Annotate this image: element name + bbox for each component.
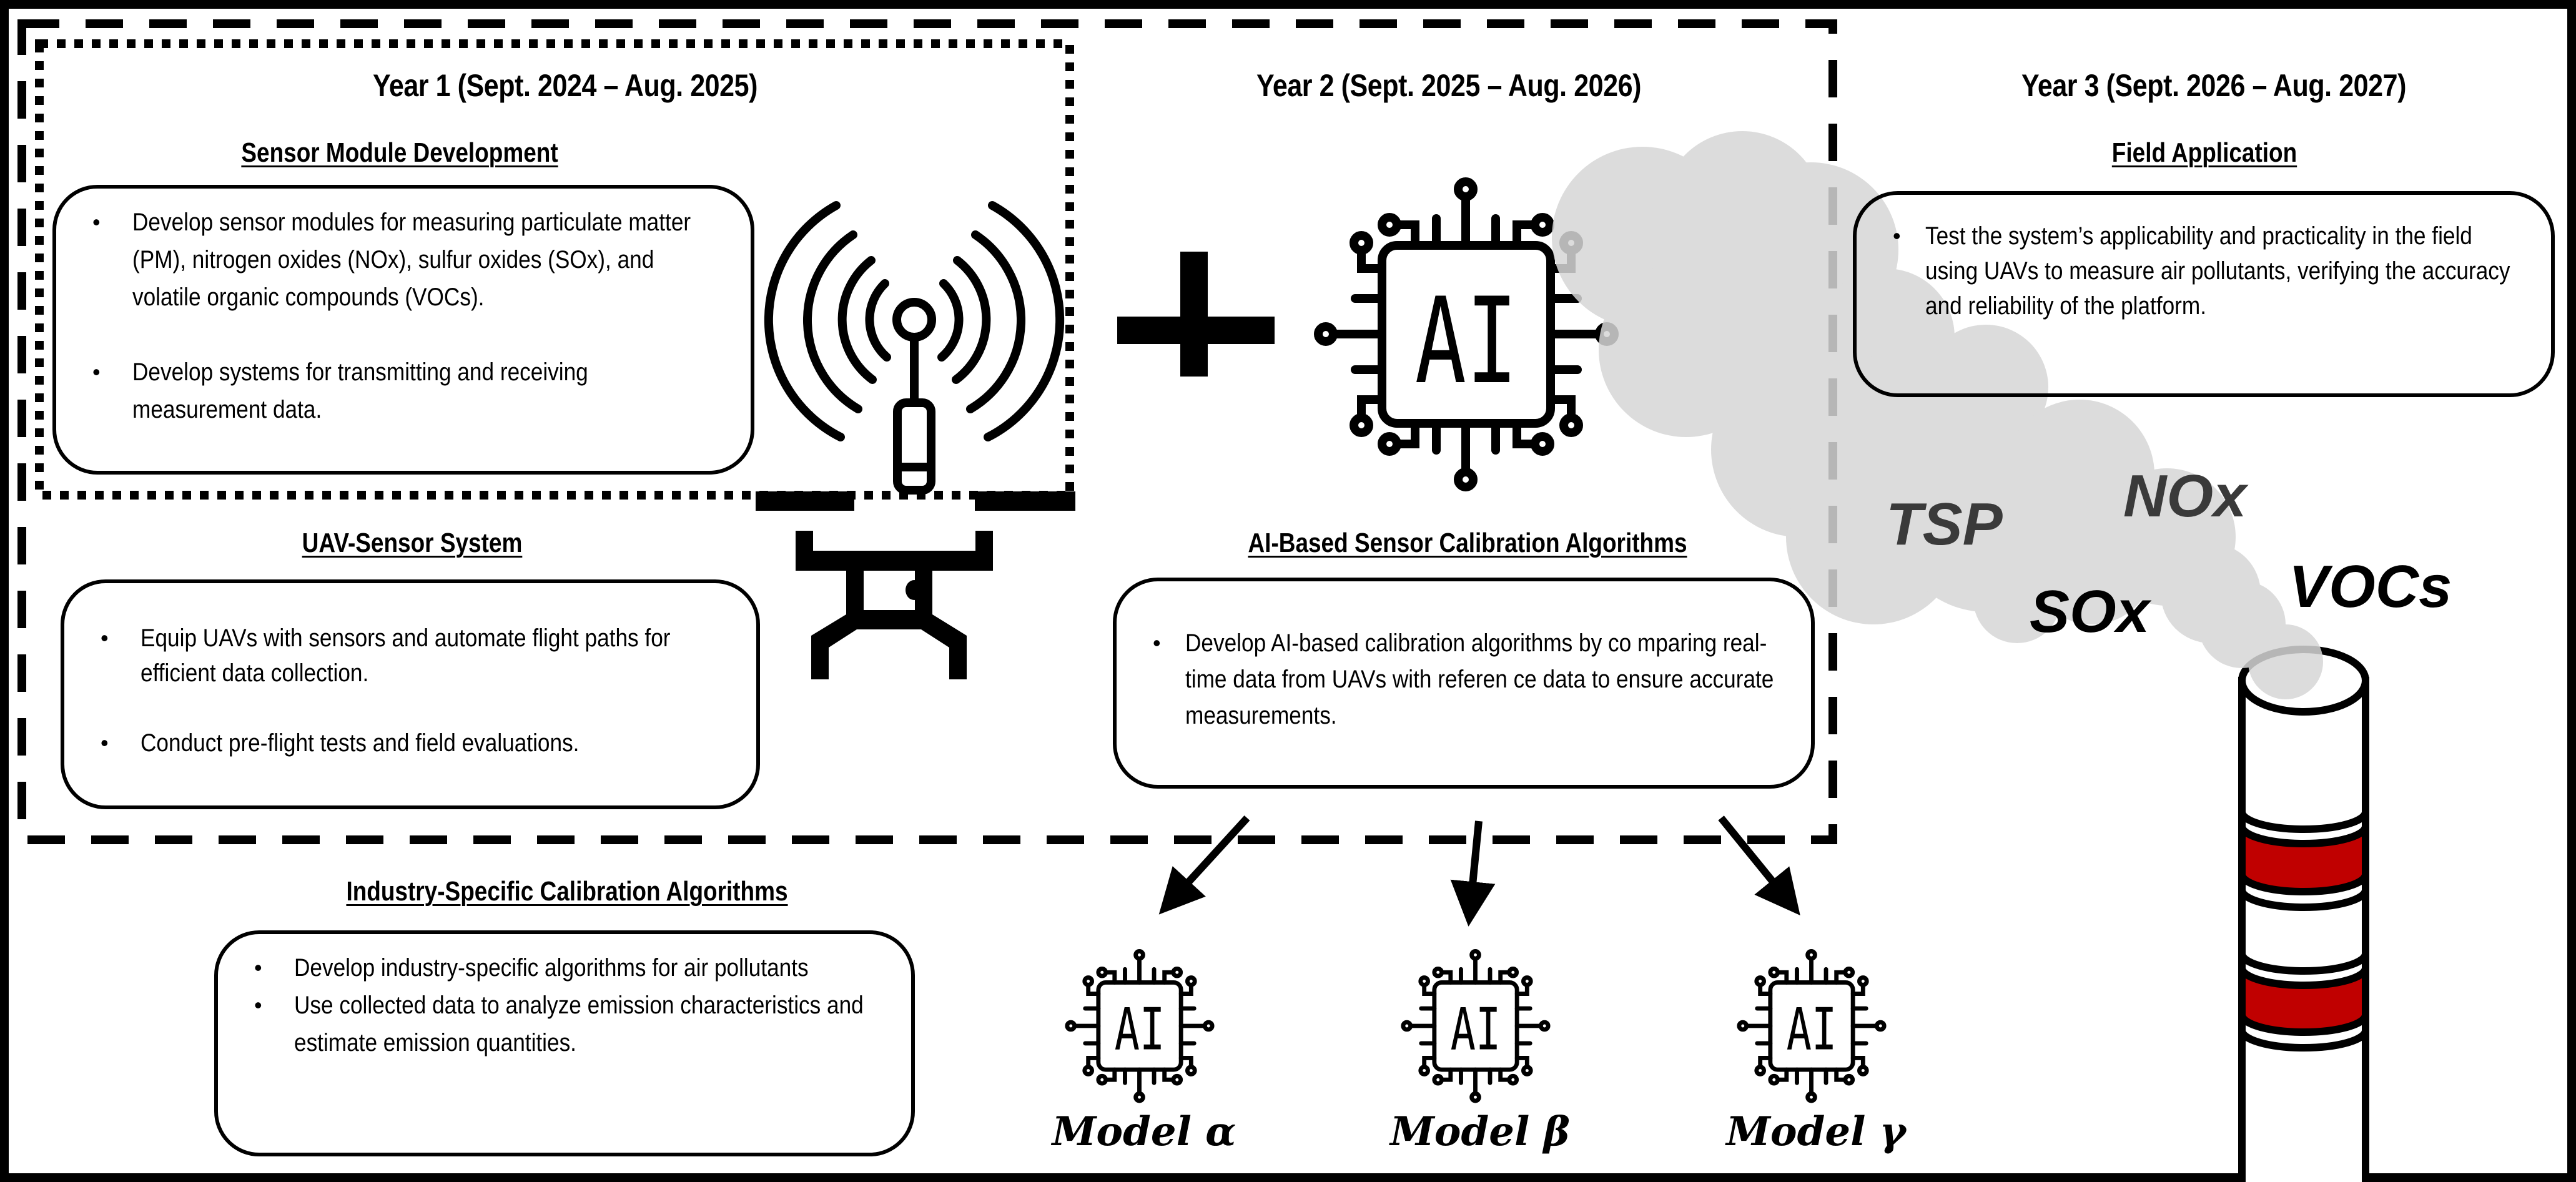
year1-dotted-boundary [35, 39, 1074, 500]
industry-heading: Industry-Specific Calibration Algorithms [346, 876, 788, 907]
bullet-text: Develop industry-specific algorithms for… [294, 954, 809, 982]
arrow-to-model-beta [1450, 820, 1496, 927]
ai-calibration-heading: AI-Based Sensor Calibration Algorithms [1248, 528, 1687, 558]
bullet-item: Develop AI-based calibration algorithms … [1117, 625, 1811, 734]
stack-red-band [2238, 825, 2369, 895]
sensor-module-heading: Sensor Module Development [241, 137, 558, 168]
pollutant-vocs: VOCs [2289, 553, 2452, 620]
bullet-item: Develop sensor modules for measuring par… [56, 204, 751, 316]
model-chip-icon: AI [1401, 949, 1551, 1103]
bullet-text: Conduct pre-flight tests and field evalu… [141, 729, 580, 757]
year1-title: Year 1 (Sept. 2024 – Aug. 2025) [372, 68, 758, 103]
bullet-text: Develop sensor modules for measuring par… [132, 209, 691, 311]
model-beta-label: Model β [1389, 1108, 1571, 1155]
pollutant-sox: SOx [2030, 578, 2150, 645]
model-gamma-label: Model γ [1726, 1108, 1906, 1155]
chip-label: AI [1415, 272, 1518, 411]
arrow-to-model-alpha [1158, 815, 1250, 915]
sensor-module-box: Develop sensor modules for measuring par… [52, 185, 754, 475]
bullet-text: Use collected data to analyze emission c… [294, 992, 864, 1056]
bullet-item: Use collected data to analyze emission c… [218, 987, 911, 1061]
model-chip-label: AI [1787, 997, 1837, 1064]
bullet-item: Develop systems for transmitting and rec… [56, 353, 751, 428]
pollutant-nox: NOx [2123, 463, 2247, 529]
bullet-text: Develop AI-based calibration algorithms … [1185, 629, 1774, 729]
uav-sensor-box: Equip UAVs with sensors and automate fli… [61, 579, 760, 809]
bullet-text: Develop systems for transmitting and rec… [132, 358, 588, 423]
field-application-box: Test the system’s applicability and prac… [1853, 191, 2555, 397]
year1-year2-dashed-boundary [17, 19, 1837, 844]
model-chip-label: AI [1115, 997, 1165, 1064]
model-chip-icon: AI [1737, 949, 1887, 1103]
stack-red-band [2238, 967, 2369, 1036]
model-alpha-label: Model α [1052, 1108, 1236, 1155]
model-chip-label: AI [1451, 997, 1501, 1064]
arrow-to-model-gamma [1718, 815, 1800, 915]
industry-box: Develop industry-specific algorithms for… [214, 930, 915, 1156]
ai-calibration-box: Develop AI-based calibration algorithms … [1113, 578, 1815, 789]
bullet-item: Test the system’s applicability and prac… [1857, 219, 2551, 323]
bullet-item: Equip UAVs with sensors and automate fli… [64, 621, 756, 691]
year2-title: Year 2 (Sept. 2025 – Aug. 2026) [1256, 68, 1642, 103]
year3-title: Year 3 (Sept. 2026 – Aug. 2027) [2021, 68, 2407, 103]
uav-sensor-heading: UAV-Sensor System [302, 528, 523, 558]
bullet-item: Develop industry-specific algorithms for… [218, 949, 911, 987]
bullet-item: Conduct pre-flight tests and field evalu… [64, 726, 756, 761]
bullet-text: Test the system’s applicability and prac… [1925, 222, 2510, 320]
bullet-text: Equip UAVs with sensors and automate fli… [141, 624, 671, 687]
model-chip-icon: AI [1065, 949, 1215, 1103]
pollutant-tsp: TSP [1886, 491, 2003, 558]
field-application-heading: Field Application [2111, 137, 2297, 168]
